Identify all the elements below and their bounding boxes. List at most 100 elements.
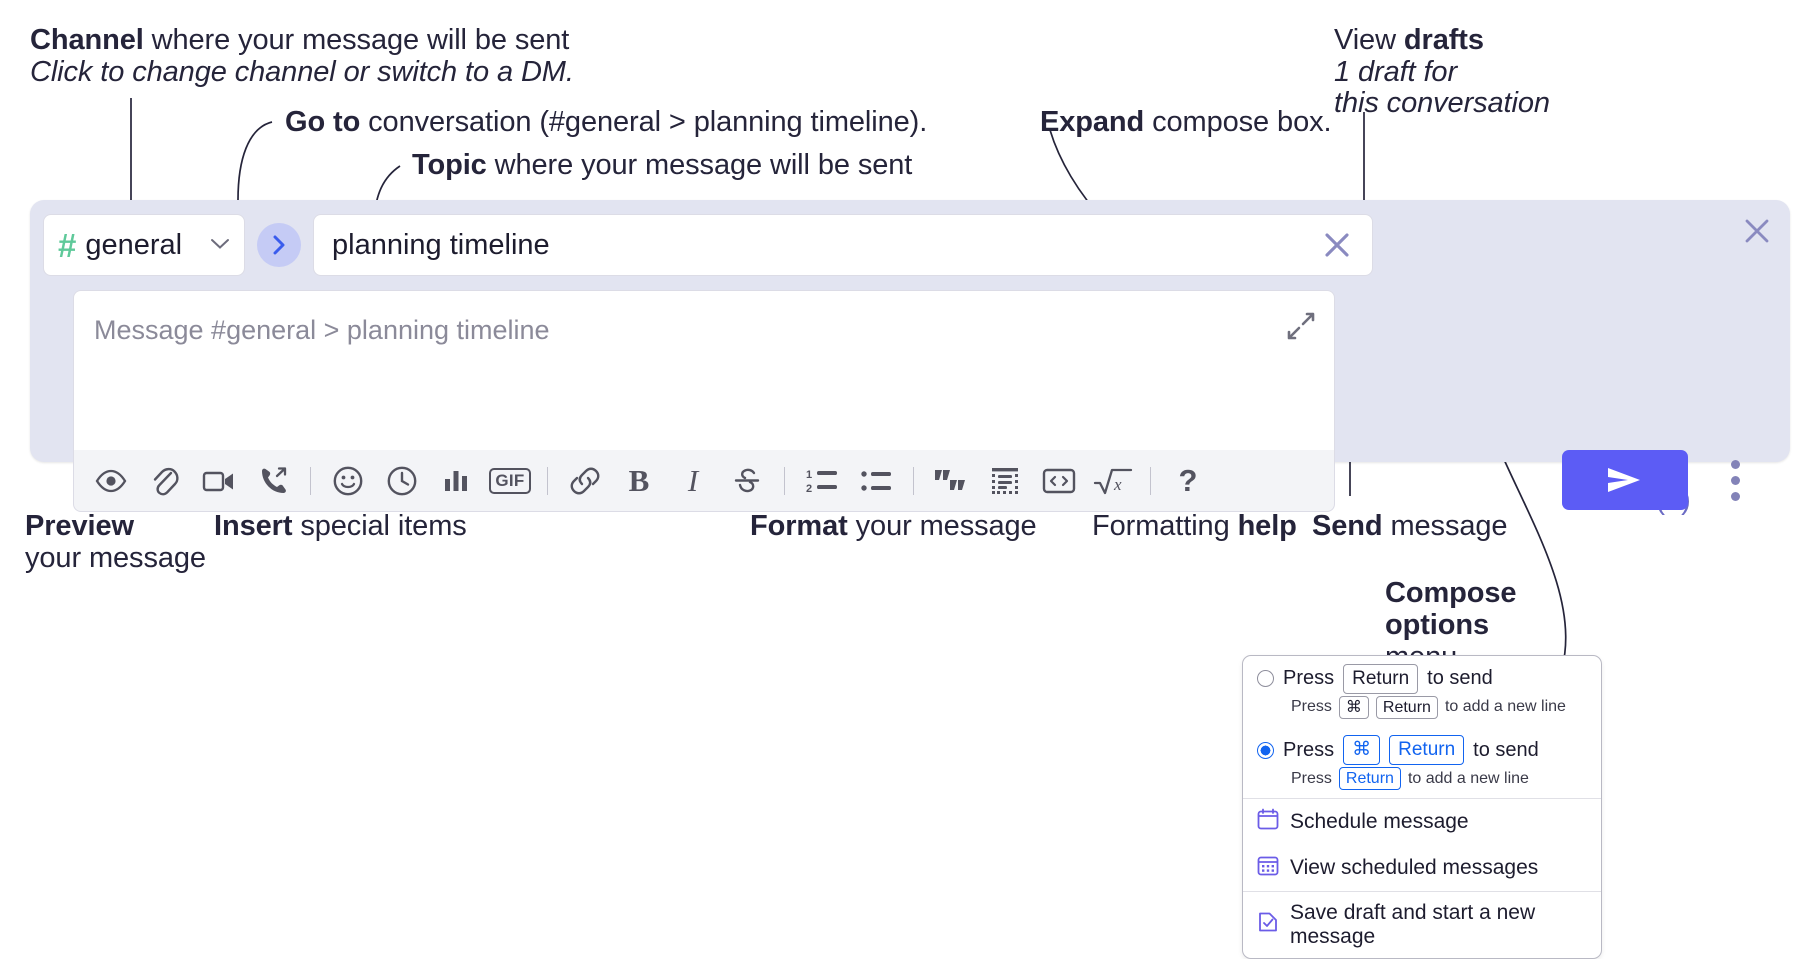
- annotation-help-bold: help: [1237, 510, 1297, 542]
- option2-sub-return-key: Return: [1338, 766, 1401, 791]
- annotation-send-rest: message: [1382, 510, 1508, 542]
- save-draft-icon: [1257, 911, 1279, 939]
- send-arrow-icon: [1608, 468, 1640, 492]
- bulleted-list-icon[interactable]: [849, 458, 903, 504]
- annotation-channel-italic: Click to change channel or switch to a D…: [30, 56, 574, 88]
- annotation-send: Send message: [1312, 508, 1508, 545]
- channel-name-label: general: [85, 228, 183, 261]
- toolbar-separator-5: [1150, 466, 1151, 495]
- toolbar-separator-4: [913, 466, 914, 495]
- annotation-drafts-line3: this conversation: [1334, 85, 1550, 122]
- strikethrough-icon[interactable]: [720, 458, 774, 504]
- kebab-dot-1: [1730, 459, 1740, 469]
- option1-return-key: Return: [1343, 664, 1419, 694]
- annotation-goto-rest: conversation (#general > planning timeli…: [360, 106, 928, 138]
- annotation-drafts-line2: 1 draft for: [1334, 54, 1457, 91]
- option2-sub-press: Press: [1291, 769, 1332, 787]
- hash-icon: #: [58, 226, 77, 264]
- annotation-preview-rest: your message: [25, 542, 206, 574]
- bold-label: B: [628, 462, 650, 498]
- send-button[interactable]: [1562, 450, 1688, 510]
- italic-label: I: [687, 462, 699, 498]
- topic-value: planning timeline: [332, 228, 550, 261]
- annotation-format: Format your message: [750, 508, 1037, 545]
- expand-compose-icon[interactable]: [1286, 311, 1316, 346]
- annotation-drafts-bold: drafts: [1403, 24, 1484, 56]
- annotation-compose-bold1: Compose: [1385, 577, 1517, 609]
- annotation-insert-bold: Insert: [214, 510, 293, 542]
- toolbar-separator-1: [310, 466, 311, 495]
- math-icon[interactable]: x: [1086, 458, 1140, 504]
- compose-options-button[interactable]: [1718, 450, 1752, 510]
- code-icon[interactable]: [1032, 458, 1086, 504]
- annotation-drafts: View drafts: [1334, 22, 1484, 59]
- menu-item-save-draft-label: Save draft and start a new message: [1290, 901, 1536, 949]
- menu-option1-sub: Press ⌘ Return to add a new line: [1243, 695, 1601, 728]
- code-block-icon[interactable]: [978, 458, 1032, 504]
- annotation-help: Formatting help: [1092, 508, 1297, 545]
- option1-tail-label: to send: [1427, 667, 1493, 690]
- menu-option-cmd-return-to-send[interactable]: Press ⌘ Return to send: [1243, 727, 1601, 767]
- option1-sub-tail: to add a new line: [1444, 698, 1566, 716]
- link-icon[interactable]: [558, 458, 612, 504]
- annotation-insert-rest: special items: [292, 510, 467, 542]
- menu-item-schedule-message[interactable]: Schedule message: [1243, 799, 1601, 845]
- compose-panel: # general planning timeline Message #gen…: [30, 200, 1790, 516]
- close-composer-icon[interactable]: [1740, 214, 1774, 253]
- annotation-topic: Topic where your message will be sent: [412, 147, 912, 184]
- radio-return-to-send[interactable]: [1257, 670, 1274, 688]
- option2-tail-label: to send: [1473, 738, 1539, 761]
- annotation-preview: Preview: [25, 508, 134, 545]
- svg-text:x: x: [1113, 475, 1122, 494]
- menu-item-view-scheduled-label: View scheduled messages: [1290, 856, 1539, 880]
- menu-option-return-to-send[interactable]: Press Return to send: [1243, 656, 1601, 696]
- message-input-area[interactable]: Message #general > planning timeline: [73, 290, 1335, 450]
- menu-option2-sub: Press Return to add a new line: [1243, 766, 1601, 799]
- attachment-icon[interactable]: [138, 458, 192, 504]
- emoji-icon[interactable]: [321, 458, 375, 504]
- annotation-drafts-italic1: 1 draft for: [1334, 56, 1458, 88]
- channel-selector-button[interactable]: # general: [43, 214, 245, 276]
- clear-topic-icon[interactable]: [1320, 228, 1354, 262]
- gif-icon[interactable]: GIF: [483, 458, 537, 504]
- svg-text:2: 2: [806, 483, 812, 495]
- italic-icon[interactable]: I: [666, 458, 720, 504]
- menu-divider-2: [1243, 891, 1601, 893]
- option2-sub-tail: to add a new line: [1407, 769, 1529, 787]
- poll-icon[interactable]: [429, 458, 483, 504]
- topic-input-field[interactable]: planning timeline: [313, 214, 1373, 276]
- option2-return-key: Return: [1389, 735, 1465, 765]
- toolbar-separator-2: [547, 466, 548, 495]
- chevron-right-icon: [273, 235, 285, 255]
- clock-icon[interactable]: [375, 458, 429, 504]
- compose-header-row: # general planning timeline: [43, 214, 1373, 276]
- bold-icon[interactable]: B: [612, 458, 666, 504]
- annotation-insert: Insert special items: [214, 508, 467, 545]
- menu-item-save-draft[interactable]: Save draft and start a new message: [1243, 892, 1601, 958]
- radio-cmd-return-to-send[interactable]: [1257, 741, 1274, 759]
- option1-sub-return-key: Return: [1375, 695, 1438, 720]
- calendar-schedule-icon: [1257, 808, 1279, 836]
- option1-sub-cmd-key: ⌘: [1338, 695, 1369, 720]
- compose-options-menu: Press Return to send Press ⌘ Return to a…: [1242, 655, 1602, 959]
- preview-icon[interactable]: [84, 458, 138, 504]
- annotation-compose-bold2: options: [1385, 609, 1490, 641]
- help-icon[interactable]: ?: [1161, 458, 1215, 504]
- annotation-help-prefix: Formatting: [1092, 510, 1238, 542]
- annotation-expand: Expand compose box.: [1040, 104, 1332, 141]
- go-to-conversation-button[interactable]: [257, 223, 301, 267]
- annotation-channel-sub: Click to change channel or switch to a D…: [30, 54, 574, 91]
- annotation-expand-rest: compose box.: [1144, 106, 1332, 138]
- menu-item-view-scheduled[interactable]: View scheduled messages: [1243, 845, 1601, 891]
- blockquote-icon[interactable]: [924, 458, 978, 504]
- message-placeholder: Message #general > planning timeline: [94, 315, 550, 345]
- help-label: ?: [1178, 462, 1198, 498]
- video-icon[interactable]: [192, 458, 246, 504]
- option2-press-label: Press: [1283, 738, 1335, 761]
- annotation-format-bold: Format: [750, 510, 848, 542]
- audio-call-icon[interactable]: [246, 458, 300, 504]
- calendar-grid-icon: [1257, 854, 1279, 882]
- option1-sub-press: Press: [1291, 698, 1332, 716]
